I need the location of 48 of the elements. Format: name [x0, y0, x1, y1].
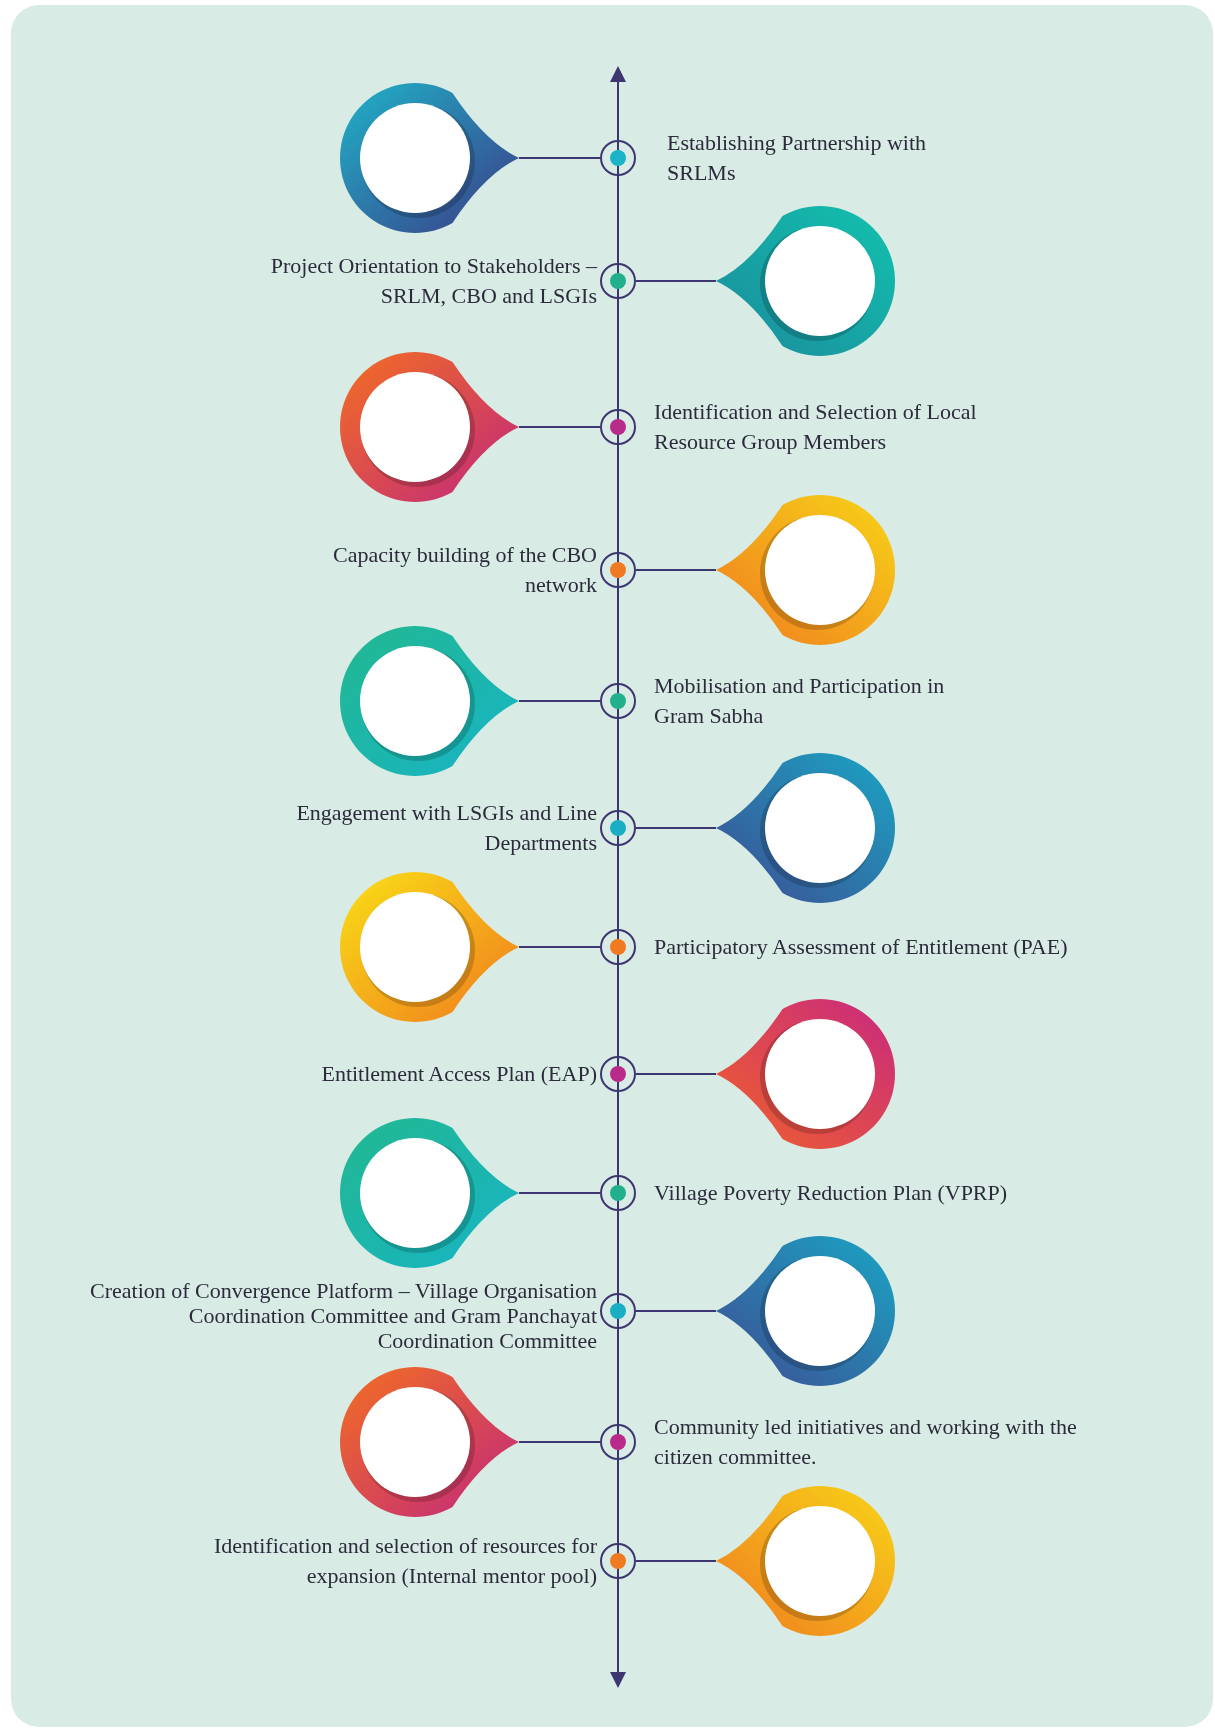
timeline-dot — [600, 263, 636, 299]
connector-line — [635, 827, 717, 829]
timeline-dot — [600, 1175, 636, 1211]
pin-marker — [340, 352, 519, 502]
pin-marker — [340, 1118, 519, 1268]
step-label: Community led initiatives and working with the citizen committee. — [654, 1413, 1078, 1471]
connector-line — [518, 426, 601, 428]
step-label: Engagement with LSGIs and Line Departments — [295, 799, 597, 857]
timeline-dot — [600, 1424, 636, 1460]
pin-marker — [340, 83, 519, 233]
step-label: Entitlement Access Plan (EAP) — [320, 1060, 597, 1088]
timeline-dot — [600, 929, 636, 965]
step-label: Identification and selection of resources for expansion (Internal mentor pool) — [213, 1532, 597, 1590]
step-label: Identification and Selection of Local Resource Group Members — [654, 398, 978, 456]
pin-marker — [716, 1236, 895, 1386]
pin-marker — [716, 753, 895, 903]
timeline-dot — [600, 409, 636, 445]
step-label: Project Orientation to Stakeholders – SRLM, CBO and LSGIs — [269, 252, 597, 310]
pin-marker — [716, 206, 895, 356]
pin-marker — [340, 1367, 519, 1517]
pin-marker — [716, 495, 895, 645]
step-label: Capacity building of the CBO network — [332, 541, 597, 599]
timeline-dot — [600, 140, 636, 176]
connector-line — [635, 1310, 717, 1312]
timeline-dot — [600, 810, 636, 846]
step-label: Village Poverty Reduction Plan (VPRP) — [654, 1179, 1009, 1207]
pin-marker — [716, 999, 895, 1149]
step-label: Creation of Convergence Platform – Village Organisation Coordination Committee and Gram Panchayat Coordination Committee — [89, 1277, 597, 1353]
timeline-dot — [600, 1293, 636, 1329]
connector-line — [518, 157, 601, 159]
connector-line — [518, 1192, 601, 1194]
timeline-dot — [600, 552, 636, 588]
connector-line — [518, 700, 601, 702]
connector-line — [635, 569, 717, 571]
connector-line — [635, 1073, 717, 1075]
timeline-dot — [600, 1543, 636, 1579]
timeline-dot — [600, 683, 636, 719]
connector-line — [635, 1560, 717, 1562]
timeline-dot — [600, 1056, 636, 1092]
pin-marker — [716, 1486, 895, 1636]
pin-marker — [340, 872, 519, 1022]
step-label: Mobilisation and Participation in Gram Sabha — [654, 672, 946, 730]
connector-line — [635, 280, 717, 282]
step-label: Establishing Partnership with SRLMs — [667, 129, 928, 187]
pin-marker — [340, 626, 519, 776]
connector-line — [518, 1441, 601, 1443]
step-label: Participatory Assessment of Entitlement (PAE) — [654, 933, 1069, 961]
connector-line — [518, 946, 601, 948]
